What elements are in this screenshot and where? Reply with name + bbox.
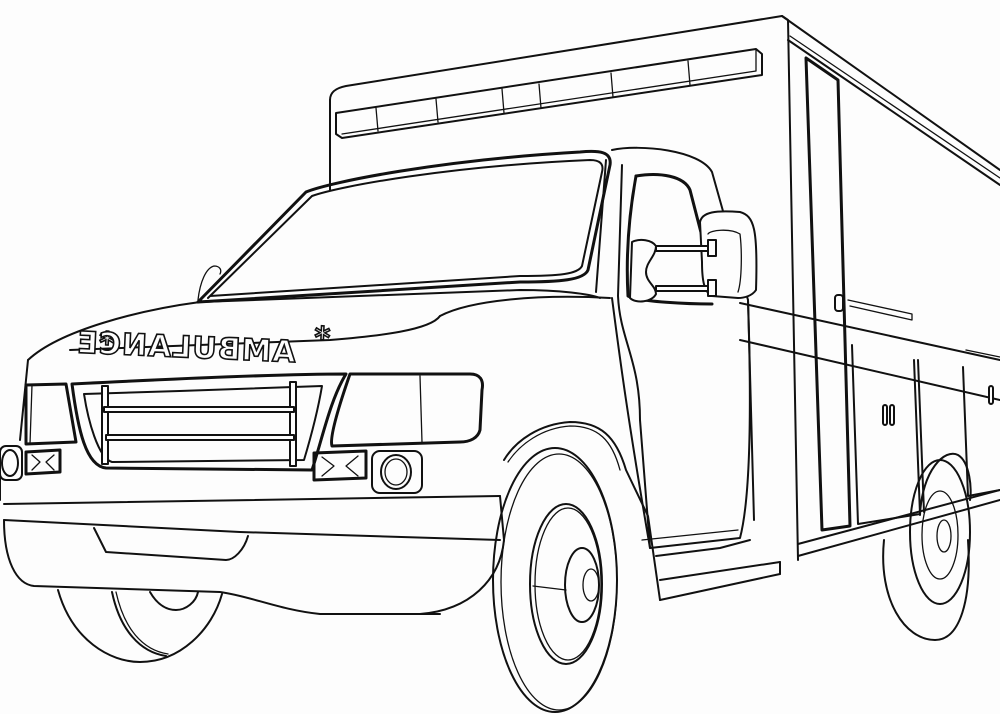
front-end	[0, 372, 501, 615]
roof-light-bar	[335, 48, 763, 139]
cab	[19, 146, 755, 549]
side-mirror	[629, 210, 758, 303]
rear-wheel	[882, 459, 971, 641]
hood-label: * AMBULANCE *	[75, 320, 332, 371]
hood-label-prefix-asterisk: *	[97, 326, 115, 362]
hood-label-suffix-asterisk: *	[313, 321, 331, 357]
front-left-wheel	[57, 589, 223, 663]
patient-box	[329, 15, 1000, 561]
hood-label-text: AMBULANCE	[76, 326, 297, 371]
front-right-wheel	[419, 421, 781, 713]
